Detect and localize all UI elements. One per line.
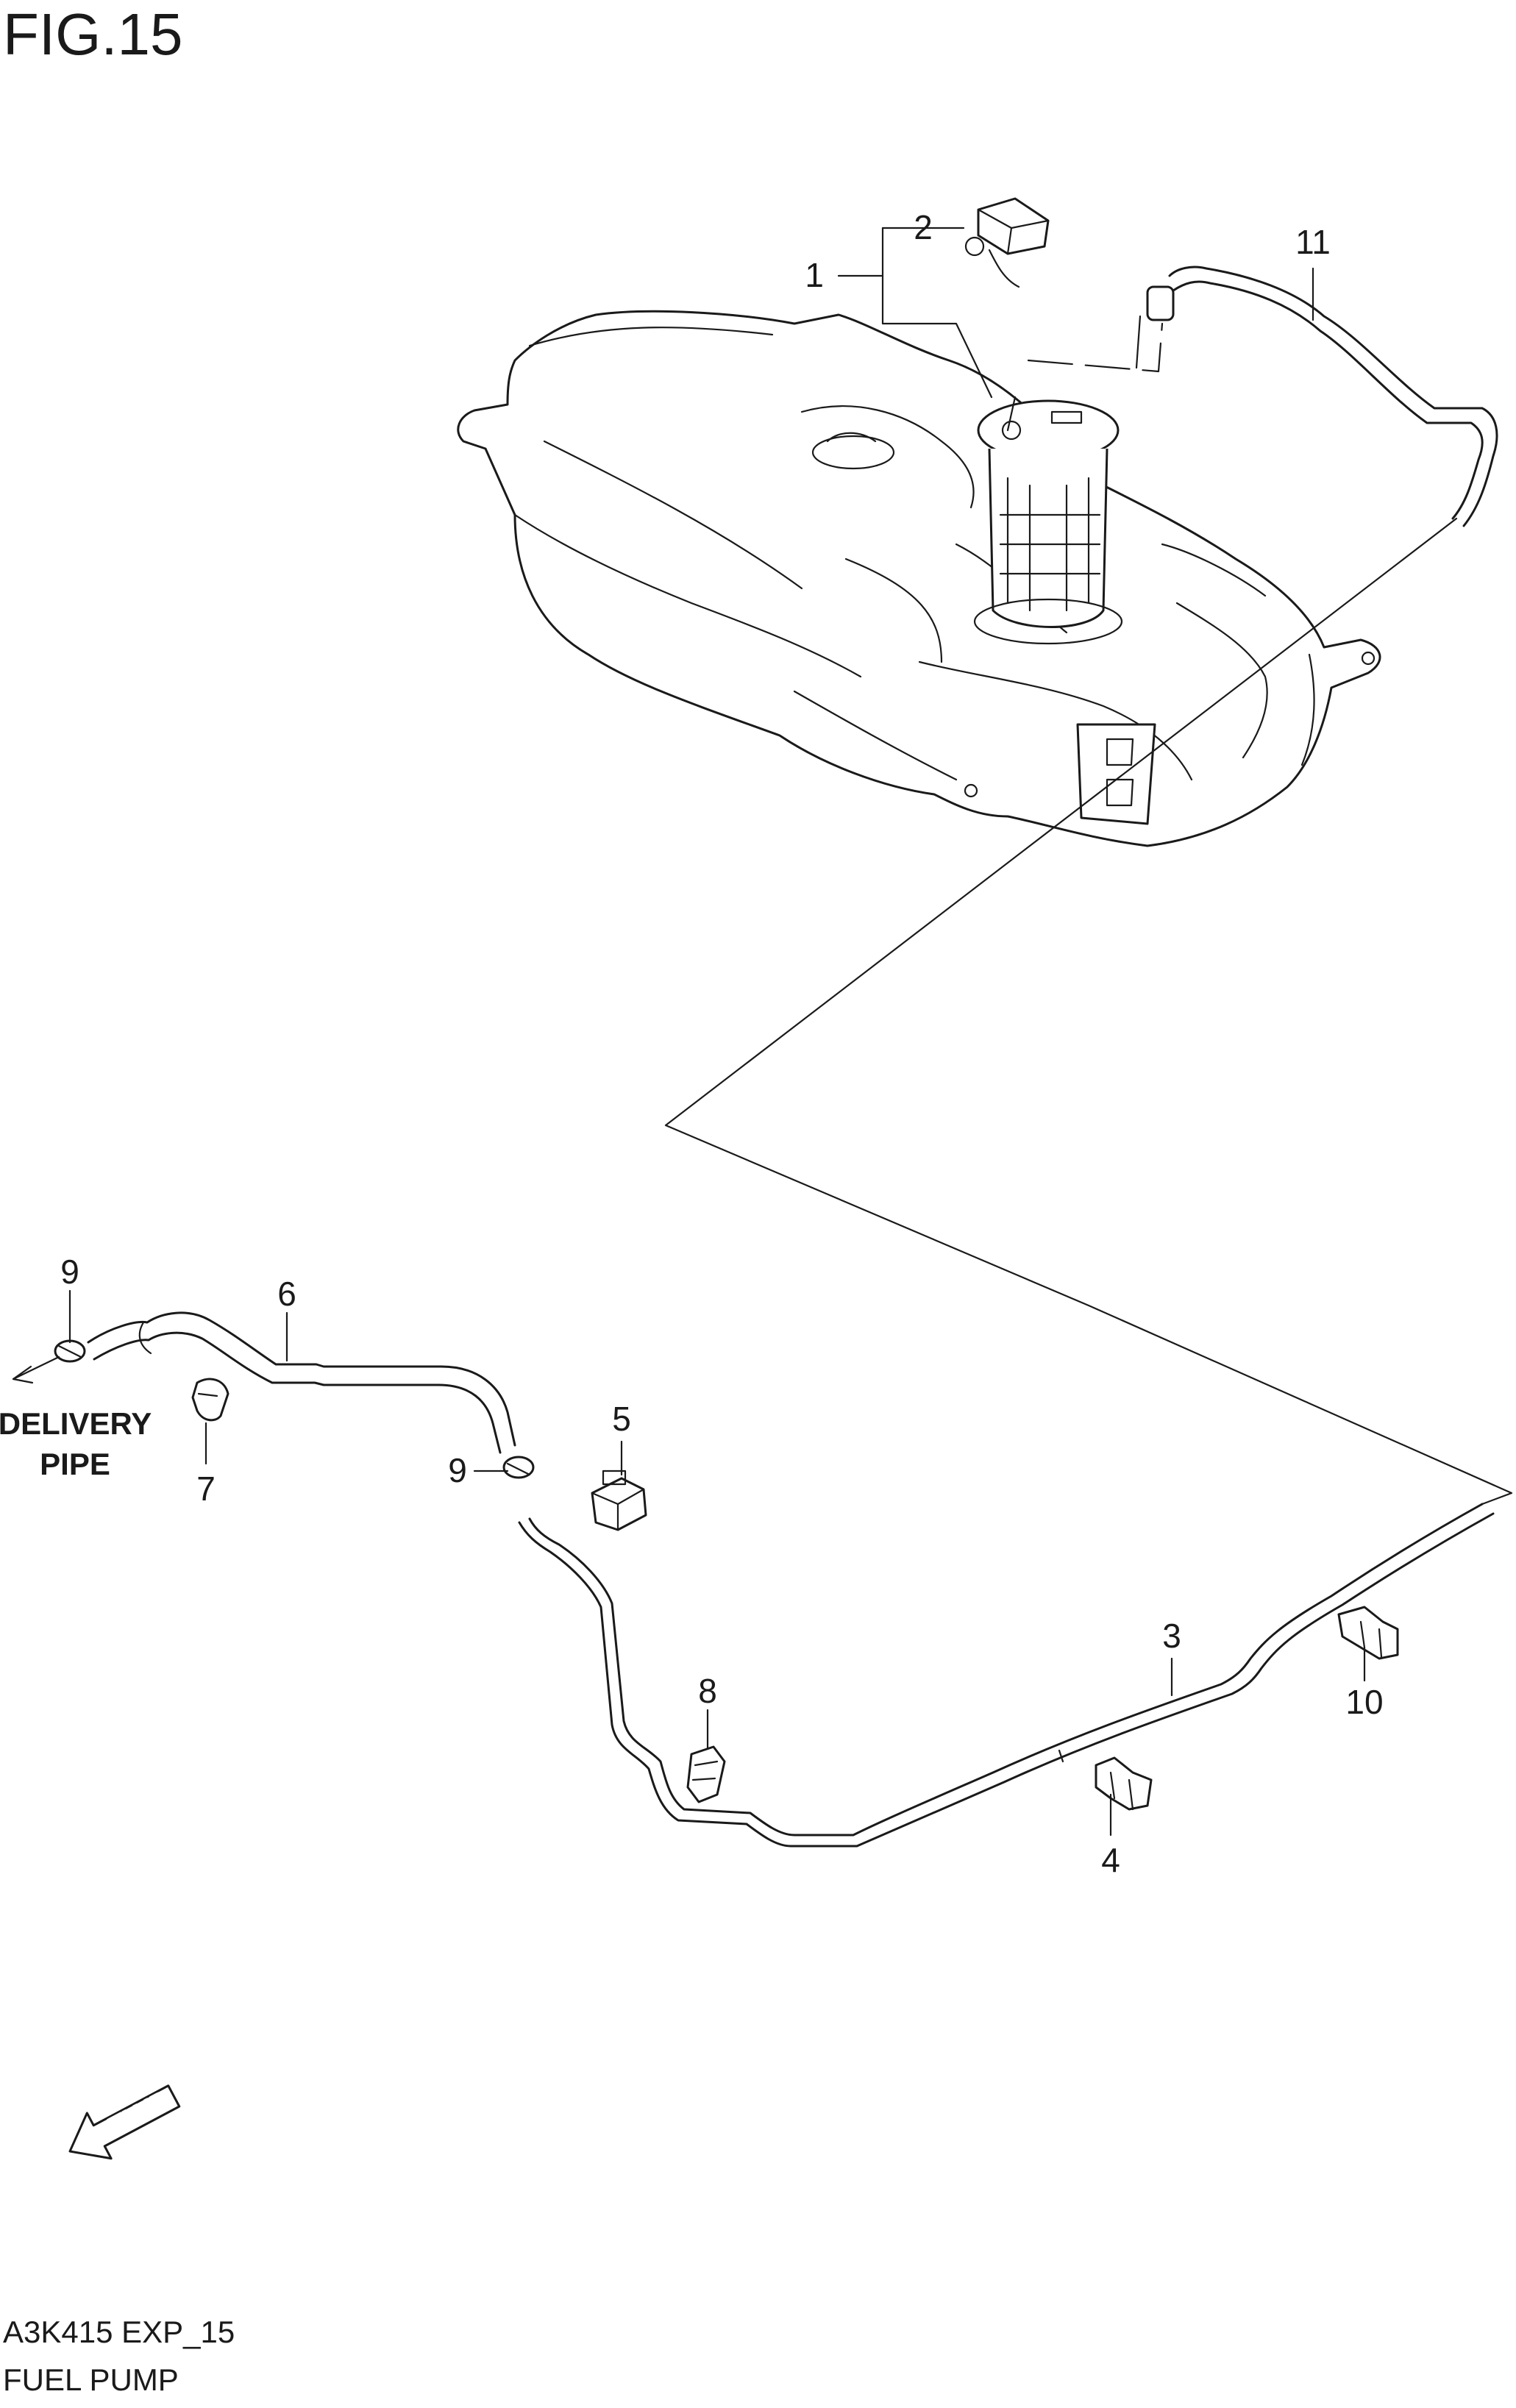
clip-8 xyxy=(686,1745,726,1803)
callout-9-upper: 9 xyxy=(60,1253,79,1291)
hose-clamp-lower xyxy=(502,1456,535,1479)
fwd-label: FWD xyxy=(102,2081,180,2145)
fwd-arrow-icon xyxy=(68,2084,181,2160)
callout-5: 5 xyxy=(612,1400,631,1438)
callout-3: 3 xyxy=(1162,1617,1181,1655)
fuel-tank xyxy=(457,310,1381,847)
delivery-note-line2: PIPE xyxy=(40,1447,110,1481)
clip-5 xyxy=(591,1470,647,1531)
delivery-pipe-note: DELIVERY PIPE xyxy=(0,1406,152,1481)
callout-6: 6 xyxy=(277,1275,296,1313)
fuel-hose xyxy=(87,1311,516,1454)
leader-tank-to-pipe xyxy=(664,517,1513,1506)
clip-10 xyxy=(1337,1606,1399,1660)
delivery-note-line1: DELIVERY xyxy=(0,1406,152,1441)
clip-4 xyxy=(1095,1756,1153,1811)
figure-name: FUEL PUMP xyxy=(3,2362,179,2397)
callout-1: 1 xyxy=(805,256,824,294)
leader-lines xyxy=(12,227,1366,1837)
callout-4: 4 xyxy=(1101,1841,1120,1879)
callout-2: 2 xyxy=(914,208,933,246)
hose-clamp-upper xyxy=(54,1339,86,1363)
callout-labels: 1 2 3 4 5 6 7 8 9 9 10 11 xyxy=(60,208,1383,1879)
clip-7 xyxy=(191,1378,229,1422)
forward-direction-arrow: FWD xyxy=(68,2081,181,2160)
callout-10: 10 xyxy=(1345,1683,1383,1721)
figure-title: FIG.15 xyxy=(3,1,183,67)
fuel-feed-pipe xyxy=(518,1503,1495,1848)
vent-hose xyxy=(1027,266,1498,527)
callout-7: 7 xyxy=(196,1470,216,1508)
callout-8: 8 xyxy=(698,1672,717,1710)
fuel-pump-assembly xyxy=(973,396,1123,645)
fuel-gauge-connector xyxy=(964,197,1050,288)
figure-code: A3K415 EXP_15 xyxy=(3,2315,235,2349)
callout-9-lower: 9 xyxy=(448,1451,467,1489)
callout-11: 11 xyxy=(1295,223,1331,261)
